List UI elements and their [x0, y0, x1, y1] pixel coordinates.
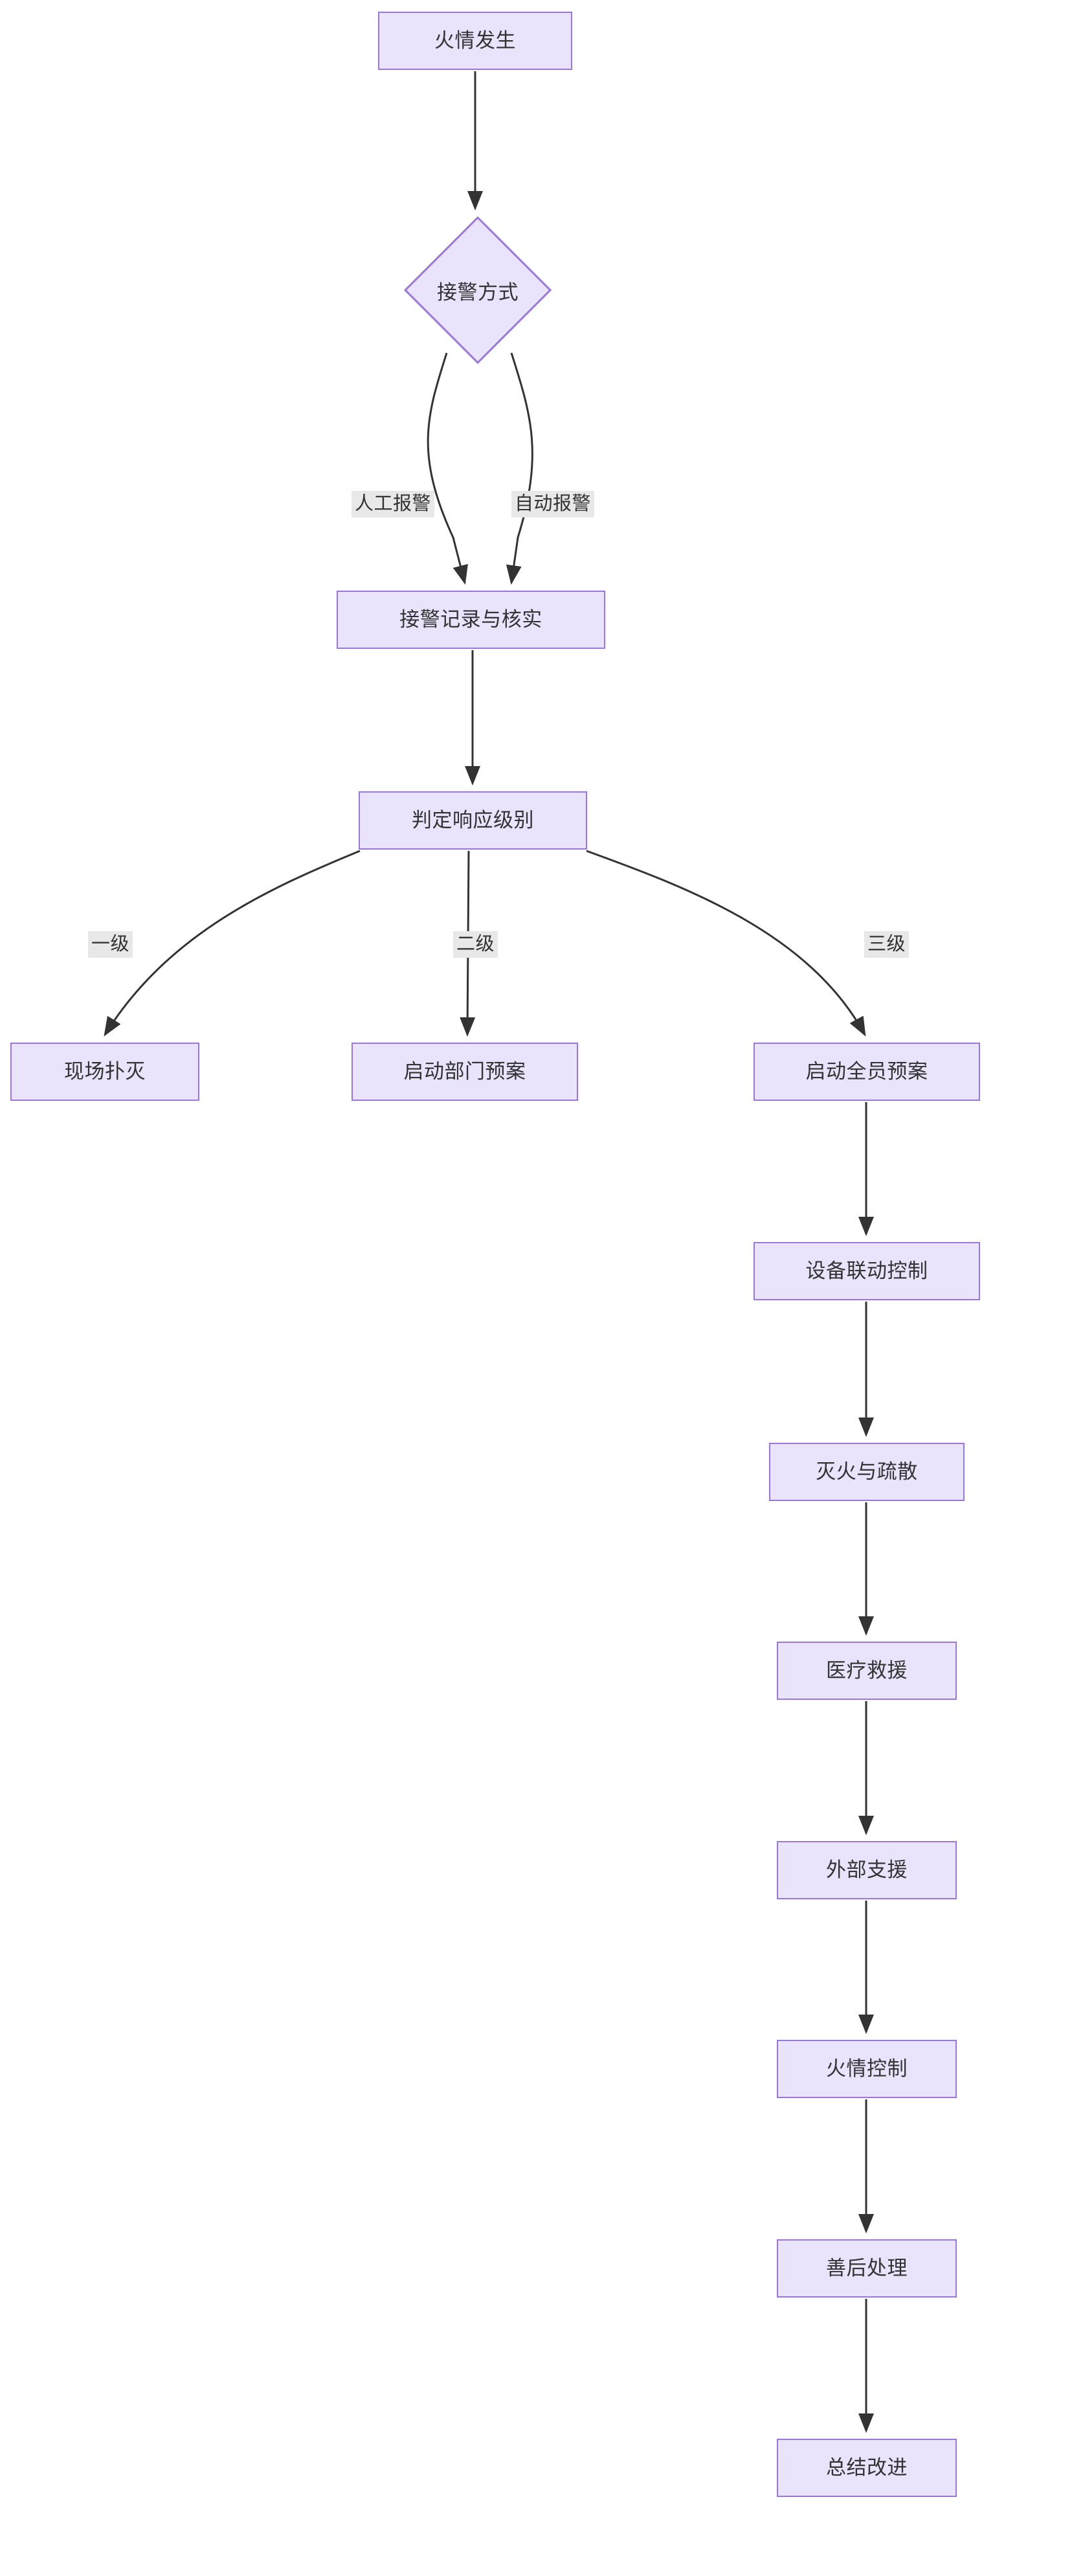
node-label: 外部支援	[826, 1859, 908, 1882]
process-node-n5[interactable]: 现场扑灭	[10, 1043, 199, 1101]
node-label: 设备联动控制	[805, 1260, 928, 1283]
process-node-n11[interactable]: 外部支援	[777, 1841, 957, 1899]
node-label: 现场扑灭	[64, 1060, 146, 1083]
node-label: 灭火与疏散	[816, 1460, 918, 1484]
edge-n2-to-n3	[427, 352, 468, 585]
edge-label-n4-to-n7: 三级	[864, 931, 910, 958]
node-label: 火情发生	[434, 29, 516, 52]
process-node-n8[interactable]: 设备联动控制	[754, 1242, 980, 1300]
node-label: 总结改进	[826, 2456, 908, 2480]
node-label: 火情控制	[826, 2057, 908, 2081]
node-label: 启动部门预案	[403, 1060, 526, 1083]
node-label: 接警方式	[437, 280, 519, 304]
process-node-n3[interactable]: 接警记录与核实	[337, 591, 605, 649]
node-label: 判定响应级别	[412, 809, 534, 832]
node-label: 善后处理	[826, 2257, 908, 2280]
edge-label-n4-to-n5: 一级	[88, 931, 133, 958]
process-node-n4[interactable]: 判定响应级别	[359, 791, 587, 850]
node-label: 启动全员预案	[805, 1060, 928, 1083]
process-node-n12[interactable]: 火情控制	[777, 2040, 957, 2098]
process-node-n14[interactable]: 总结改进	[777, 2439, 957, 2497]
process-node-n10[interactable]: 医疗救援	[777, 1642, 957, 1700]
edge-label-n4-to-n6: 二级	[453, 931, 498, 958]
edge-n4-to-n5	[104, 850, 361, 1037]
process-node-n7[interactable]: 启动全员预案	[754, 1043, 980, 1101]
edge-n4-to-n7	[586, 850, 866, 1037]
edge-label-n2-to-n3: 自动报警	[511, 491, 595, 518]
process-node-n13[interactable]: 善后处理	[777, 2239, 957, 2298]
process-node-n6[interactable]: 启动部门预案	[352, 1043, 578, 1101]
diamond-shape	[404, 216, 552, 364]
process-node-n1[interactable]: 火情发生	[378, 12, 572, 70]
process-node-n9[interactable]: 灭火与疏散	[769, 1443, 965, 1501]
node-label: 接警记录与核实	[399, 608, 542, 631]
edge-n2-to-n3	[506, 352, 533, 585]
edge-label-n2-to-n3: 人工报警	[352, 491, 435, 518]
node-label: 医疗救援	[826, 1659, 908, 1682]
decision-node-n2[interactable]: 接警方式	[404, 216, 552, 364]
